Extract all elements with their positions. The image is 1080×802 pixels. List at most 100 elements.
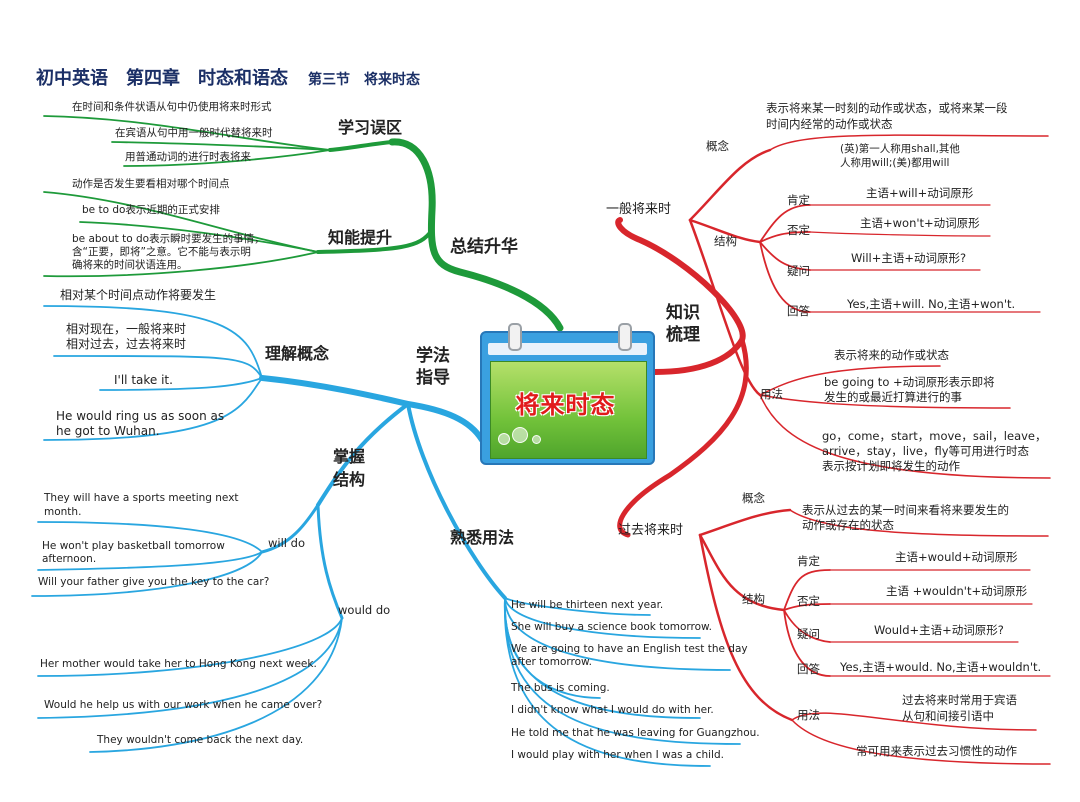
- blue-leaf: [37, 521, 263, 553]
- red-leaf: [759, 241, 811, 271]
- red-trunk-lower: [617, 337, 749, 538]
- branch-lijie-gainian: 理解概念: [265, 344, 330, 363]
- red-leaf-text: 主语+will+动词原形: [866, 186, 974, 200]
- red-branch: [688, 218, 762, 397]
- water-bubble-icon: [498, 433, 510, 445]
- red-leaf-text: 常可用来表示过去习惯性的动作: [856, 744, 1017, 758]
- green-leaf-text: be to do表示近期的正式安排: [82, 204, 220, 216]
- green-branch-zhineng: [316, 228, 434, 254]
- hub-line: 学法: [416, 346, 450, 366]
- calendar-ring-icon: [618, 323, 632, 351]
- hub-zongjie: 总结升华: [450, 237, 518, 257]
- blue-branch-shuxi: [406, 402, 507, 600]
- red-leaf-text: 表示从过去的某一时间来看将来要发生的: [802, 503, 1009, 517]
- green-leaf-text: 用普通动词的进行时表将来: [125, 151, 251, 163]
- blue-leaf: [504, 597, 701, 639]
- calendar-frame: [480, 331, 655, 465]
- blue-leaf-text: He won't play basketball tomorrow: [42, 540, 225, 552]
- blue-leaf-text: 相对某个时间点动作将要发生: [60, 288, 217, 302]
- red-leaf-text: 表示将来的动作或状态: [834, 348, 949, 362]
- blue-leaf-text: month.: [44, 506, 82, 518]
- branch-line: 掌握: [333, 447, 366, 466]
- red-leaf: [783, 609, 831, 677]
- red-leaf-text: Yes,主语+would. No,主语+wouldn't.: [840, 660, 1042, 674]
- node-kending: 肯定: [797, 554, 820, 568]
- node-fouding: 否定: [787, 223, 810, 237]
- green-leaf-text: 动作是否发生要看相对哪个时间点: [72, 178, 230, 190]
- red-branch: [698, 533, 786, 612]
- red-leaf: [759, 231, 811, 243]
- blue-leaf: [43, 377, 263, 441]
- node-jiegou: 结构: [742, 592, 765, 606]
- blue-leaf-text: after tomorrow.: [511, 656, 592, 668]
- red-leaf: [789, 509, 1049, 537]
- blue-leaf: [504, 597, 731, 671]
- red-leaf-text: be going to +动词原形表示即将: [824, 375, 995, 389]
- blue-leaf: [504, 597, 711, 767]
- red-leaf-text: 过去将来时常用于宾语: [902, 693, 1017, 707]
- blue-leaf: [504, 597, 741, 745]
- node-kending: 肯定: [787, 193, 810, 207]
- green-leaf-text: 在时间和条件状语从句中仍使用将来时形式: [72, 101, 272, 113]
- red-leaf-text: 主语+would+动词原形: [895, 550, 1018, 564]
- blue-leaf-text: Her mother would take her to Hong Kong n…: [40, 658, 317, 670]
- blue-branch-woulddo: [316, 503, 344, 620]
- center-title: 将来时态: [515, 391, 616, 419]
- blue-leaf: [37, 551, 263, 571]
- hub-zhishi-shuli: 知识 梳理: [666, 302, 700, 346]
- blue-branch-willdo: [260, 503, 320, 554]
- hub-line: 梳理: [666, 325, 700, 346]
- red-leaf-text: 表示按计划即将发生的动作: [822, 459, 960, 473]
- node-yongfa: 用法: [797, 708, 820, 722]
- blue-leaf: [31, 551, 263, 597]
- blue-leaf-text: he got to Wuhan.: [56, 424, 160, 438]
- red-leaf-text: 时间内经常的动作或状态: [766, 117, 893, 131]
- red-leaf-text: 从句和间接引语中: [902, 709, 994, 723]
- node-huida: 回答: [797, 662, 820, 676]
- blue-leaf-text: He will be thirteen next year.: [511, 599, 664, 611]
- red-leaf-text: Would+主语+动词原形?: [874, 623, 1004, 637]
- blue-leaf: [43, 305, 263, 379]
- blue-leaf-text: He told me that he was leaving for Guang…: [511, 727, 760, 739]
- hub-line: 指导: [416, 368, 450, 389]
- green-leaf-text: 确将来的时间状语连用。: [72, 259, 188, 271]
- hub-xuefa-zhidao: 学法 指导: [416, 345, 450, 389]
- blue-leaf-text: I didn't know what I would do with her.: [511, 704, 714, 716]
- node-jiegou: 结构: [714, 234, 737, 248]
- blue-leaf-text: I would play with her when I was a child…: [511, 749, 724, 761]
- green-leaf: [123, 149, 331, 167]
- red-leaf-text: 主语+won't+动词原形: [860, 216, 980, 230]
- red-leaf-text: go，come，start，move，sail，leave，: [822, 429, 1047, 443]
- green-leaf: [43, 115, 331, 151]
- blue-leaf-text: They will have a sports meeting next: [44, 492, 239, 504]
- green-leaf-text: be about to do表示瞬时要发生的事情，: [72, 233, 265, 245]
- red-leaf-text: 动作或存在的状态: [802, 518, 894, 532]
- green-leaf: [79, 221, 319, 253]
- red-leaf-text: Will+主语+动词原形?: [851, 251, 967, 265]
- branch-zhineng-tisheng: 知能提升: [328, 228, 393, 247]
- blue-leaf-text: 相对现在，一般将来时: [66, 322, 187, 336]
- node-gainian: 概念: [706, 139, 729, 153]
- red-leaf-text: arrive，stay，live，fly等可用进行时态: [822, 444, 1030, 458]
- blue-leaf-text: Will your father give you the key to the…: [38, 576, 270, 588]
- red-leaf: [783, 569, 831, 611]
- blue-branch-zhangwo: [316, 402, 410, 507]
- red-leaf-text: 主语 +wouldn't+动词原形: [886, 584, 1028, 598]
- blue-leaf-text: He would ring us as soon as: [56, 409, 225, 423]
- red-leaf: [759, 394, 1051, 479]
- red-leaf: [791, 712, 1037, 731]
- red-leaf: [759, 365, 941, 396]
- water-bubble-icon: [512, 427, 528, 443]
- water-bubble-icon: [532, 435, 541, 444]
- page-title: 初中英语 第四章 时态和语态第三节 将来时态: [36, 64, 420, 90]
- red-leaf: [791, 719, 1051, 765]
- blue-leaf: [89, 617, 343, 753]
- red-leaf: [759, 204, 811, 243]
- blue-leaf-text: Would he help us with our work when he c…: [44, 699, 323, 711]
- branch-xuexi-wuqu: 学习误区: [338, 118, 403, 137]
- node-gainian: 概念: [742, 491, 765, 505]
- node-fouding: 否定: [797, 594, 820, 608]
- green-leaf: [43, 251, 319, 278]
- red-branch: [698, 533, 794, 722]
- node-yiwen: 疑问: [787, 264, 810, 278]
